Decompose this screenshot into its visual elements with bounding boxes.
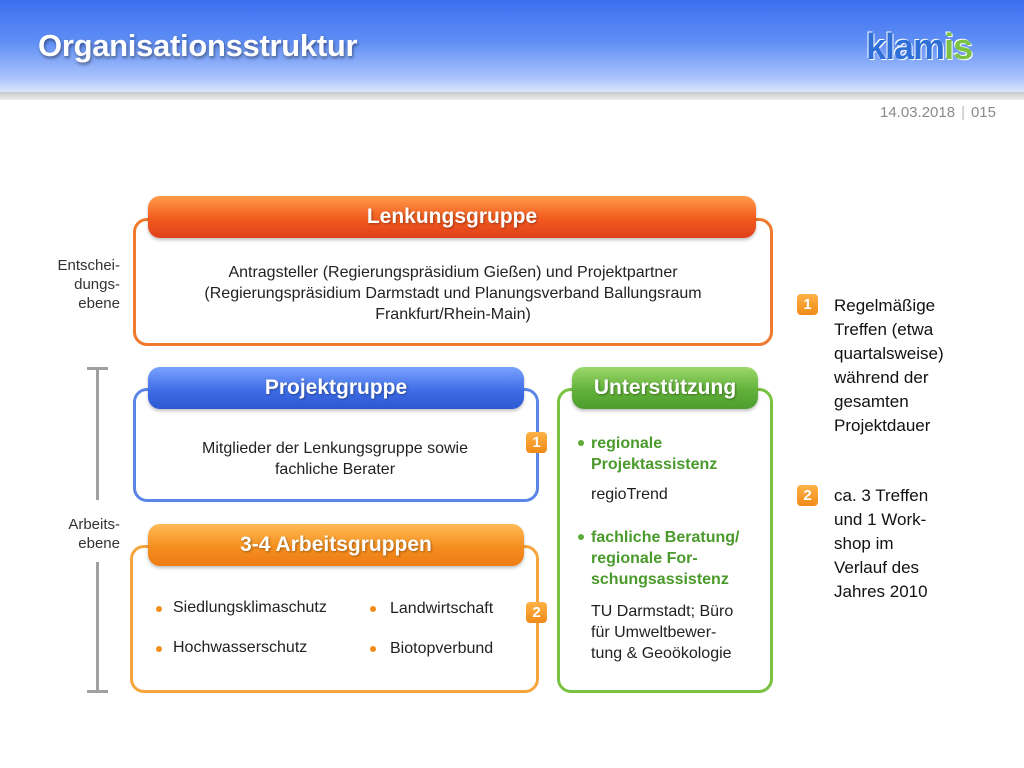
lenkungsgruppe-text: Antragsteller (Regierungspräsidium Gieße… (150, 262, 756, 325)
date-page-line: 14.03.2018 | 015 (880, 104, 996, 121)
lenkungsgruppe-line: (Regierungspräsidium Darmstadt und Planu… (204, 285, 702, 302)
note-line: während der (834, 368, 929, 387)
unterstuetzung-box (557, 388, 773, 693)
support-regiotrend: regioTrend (591, 486, 668, 503)
badge-two-note: 2 (797, 485, 818, 506)
header-divider (0, 92, 1024, 100)
support-item-line: Projektassistenz (591, 456, 718, 473)
item-siedlungsklimaschutz: Siedlungsklimaschutz (173, 599, 327, 616)
support-item-beratung: fachliche Beratung/ regionale For- schun… (591, 527, 739, 590)
unterstuetzung-header: Unterstützung (572, 367, 758, 409)
bullet-dot (370, 646, 376, 652)
work-level-line: ebene (78, 535, 120, 552)
page-number: 015 (970, 104, 996, 121)
projektgruppe-line: fachliche Berater (274, 461, 396, 478)
note-one: Regelmäßige Treffen (etwa quartalsweise)… (834, 294, 944, 438)
note-line: Projektdauer (834, 416, 931, 435)
support-sub-line: tung & Geoökologie (591, 645, 732, 662)
item-biotopverbund: Biotopverbund (390, 640, 494, 657)
note-line: Treffen (etwa (834, 320, 934, 339)
note-line: Verlauf des (834, 558, 920, 577)
bullet-dot (156, 646, 162, 652)
note-line: ca. 3 Treffen (834, 486, 929, 505)
bullet-dot (578, 534, 584, 540)
logo-text-a: klam (866, 26, 945, 67)
bullet-dot (578, 440, 584, 446)
bullet-dot (370, 606, 376, 612)
badge-one-projektgruppe: 1 (526, 432, 547, 453)
support-sub-line: TU Darmstadt; Büro (591, 603, 734, 620)
decision-level-line: Entschei- (57, 257, 120, 274)
lenkungsgruppe-line: Antragsteller (Regierungspräsidium Gieße… (228, 264, 678, 281)
note-line: und 1 Work- (834, 510, 927, 529)
support-item-line: regionale For- (591, 550, 698, 567)
item-hochwasserschutz: Hochwasserschutz (173, 639, 308, 656)
projektgruppe-header: Projektgruppe (148, 367, 524, 409)
note-line: gesamten (834, 392, 909, 411)
note-line: Regelmäßige (834, 296, 936, 315)
support-item-line: fachliche Beratung/ (591, 529, 740, 546)
slide-title: Organisationsstruktur (38, 28, 358, 63)
lenkungsgruppe-box (133, 218, 773, 346)
arbeitsgruppen-header: 3-4 Arbeitsgruppen (148, 524, 524, 566)
lenkungsgruppe-header: Lenkungsgruppe (148, 196, 756, 238)
work-level-line: Arbeits- (68, 516, 120, 533)
decision-level-line: ebene (78, 295, 120, 312)
note-line: shop im (834, 534, 894, 553)
support-item-projektassistenz: regionale Projektassistenz (591, 433, 717, 475)
slide-date: 14.03.2018 (879, 104, 956, 121)
note-two: ca. 3 Treffen und 1 Work- shop im Verlau… (834, 484, 928, 604)
header-bar (0, 0, 1024, 92)
bracket-line-lower (96, 562, 99, 692)
support-sub-line: für Umweltbewer- (591, 624, 717, 641)
support-tu-darmstadt: TU Darmstadt; Büro für Umweltbewer- tung… (591, 601, 733, 664)
date-separator: | (961, 104, 965, 121)
arbeitsgruppen-box (130, 545, 539, 693)
bracket-line-upper (96, 367, 99, 500)
projektgruppe-text: Mitglieder der Lenkungsgruppe sowie fach… (150, 438, 520, 480)
klimis-logo: klamis (866, 26, 973, 68)
bullet-dot (156, 606, 162, 612)
item-landwirtschaft: Landwirtschaft (390, 600, 494, 617)
note-line: quartalsweise) (834, 344, 944, 363)
note-line: Jahres 2010 (834, 582, 928, 601)
work-level-label: Arbeits- ebene (40, 515, 120, 553)
support-item-line: regionale (591, 435, 663, 452)
logo-text-b: is (944, 26, 973, 67)
badge-one-note: 1 (797, 294, 818, 315)
lenkungsgruppe-line: Frankfurt/Rhein-Main) (375, 306, 531, 323)
decision-level-label: Entschei- dungs- ebene (40, 256, 120, 313)
projektgruppe-line: Mitglieder der Lenkungsgruppe sowie (202, 440, 468, 457)
support-item-line: schungsassistenz (591, 571, 729, 588)
badge-two-arbeitsgruppen: 2 (526, 602, 547, 623)
decision-level-line: dungs- (74, 276, 120, 293)
bracket-bottom (87, 690, 108, 693)
